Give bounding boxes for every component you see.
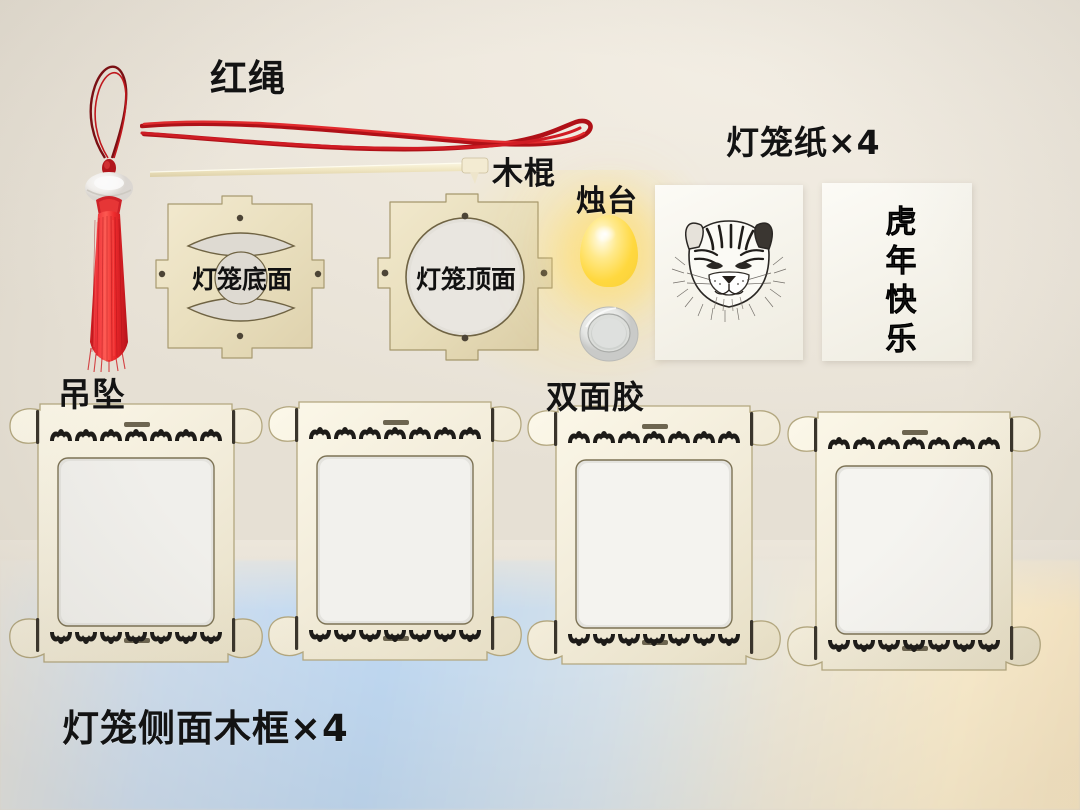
label-candle-holder: 烛台 bbox=[576, 184, 638, 219]
lantern-top-panel-label: 灯笼顶面 bbox=[415, 265, 516, 294]
lantern-side-frame bbox=[784, 408, 1056, 698]
label-lantern-paper: 灯笼纸×4 bbox=[726, 123, 881, 162]
pendant-tassel bbox=[62, 42, 158, 372]
tiger-head-icon bbox=[671, 220, 787, 322]
lantern-top-panel: 灯笼顶面 bbox=[374, 192, 558, 364]
label-wooden-stick: 木棍 bbox=[492, 156, 556, 192]
label-lantern-side-frames: 灯笼侧面木框×4 bbox=[62, 707, 349, 750]
label-pendant: 吊坠 bbox=[58, 375, 126, 414]
paper-sheet bbox=[822, 183, 972, 361]
lantern-side-frame bbox=[265, 398, 537, 688]
wooden-stick bbox=[148, 150, 489, 184]
lantern-bottom-panel-label: 灯笼底面 bbox=[191, 265, 292, 294]
label-double-sided-tape: 双面胶 bbox=[546, 378, 646, 416]
label-red-cord: 红绳 bbox=[210, 57, 286, 100]
greeting-calligraphy: 虎年快乐 bbox=[879, 205, 916, 361]
candle-holder bbox=[580, 215, 638, 287]
lantern-side-frame bbox=[6, 400, 278, 690]
lantern-bottom-panel: 灯笼底面 bbox=[152, 192, 332, 364]
lantern-paper-tiger bbox=[655, 185, 803, 360]
double-sided-tape-roll bbox=[578, 303, 640, 363]
red-cord bbox=[139, 104, 600, 166]
lantern-paper-greeting: 虎年快乐 bbox=[822, 183, 972, 361]
candle-highlight bbox=[594, 225, 616, 243]
lantern-side-frame bbox=[524, 402, 796, 692]
